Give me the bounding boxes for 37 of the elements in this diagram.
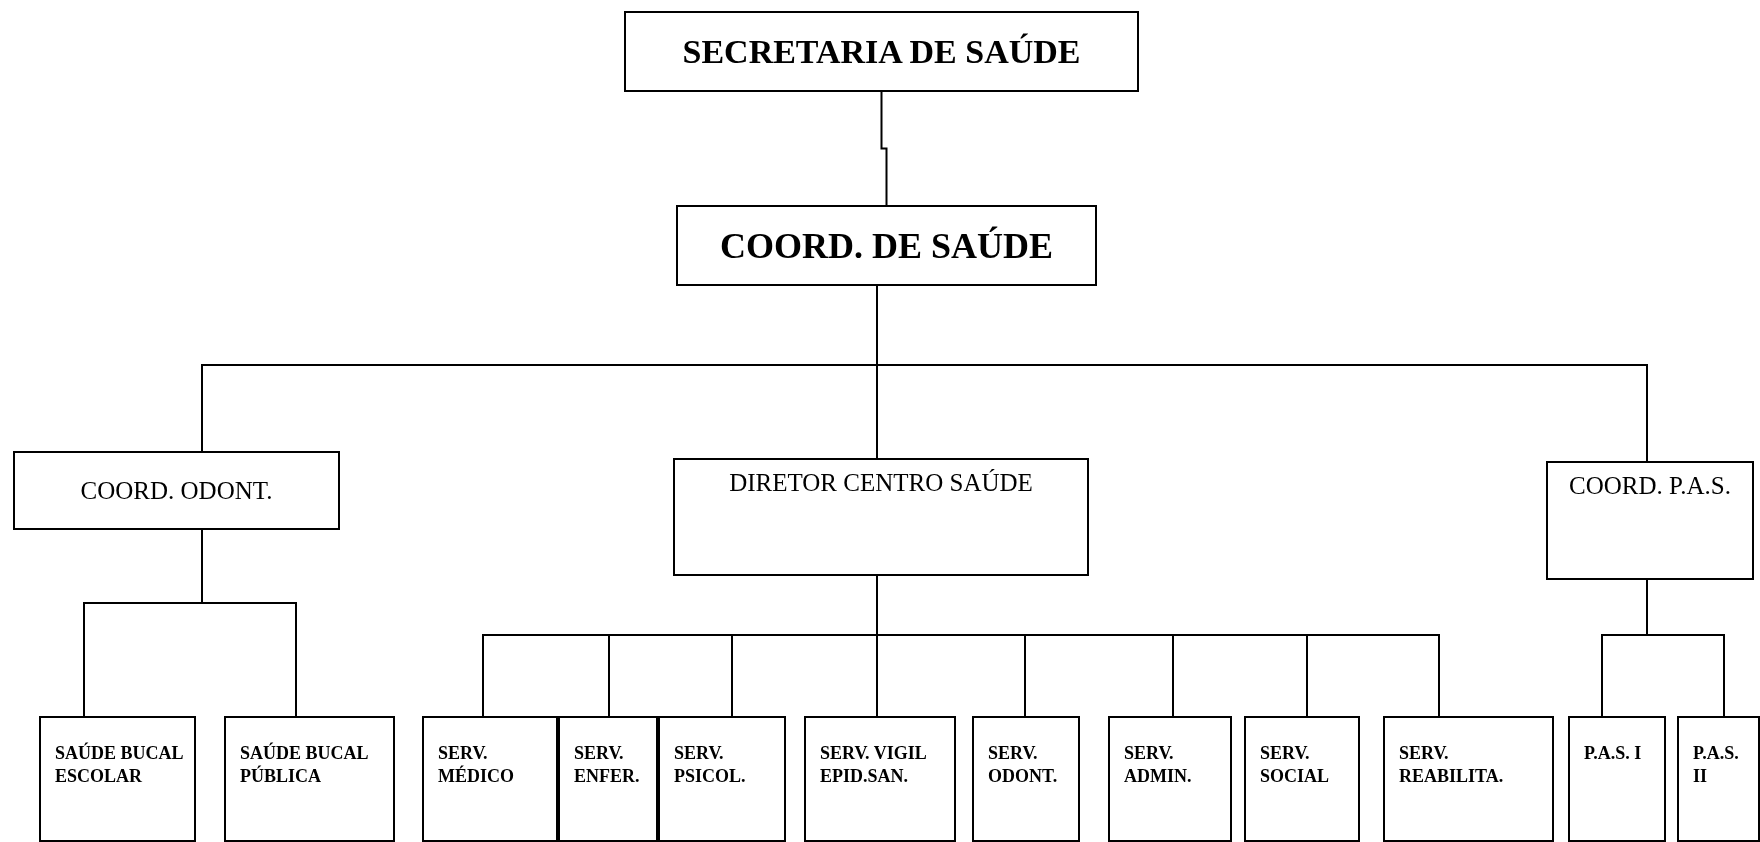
- unit-name: SERV. PSICOL.: [673, 742, 747, 789]
- unit-box: [224, 716, 395, 842]
- unit-box: [658, 716, 786, 842]
- unit-box: [972, 716, 1080, 842]
- unit-name: P.A.S. II: [1692, 742, 1740, 789]
- connector-line: [880, 91, 888, 206]
- unit-box: [558, 716, 658, 842]
- connector-line: [201, 529, 297, 717]
- unit-box: [1244, 716, 1360, 842]
- unit-box: [1677, 716, 1760, 842]
- unit-name: SERV. ENFER.: [573, 742, 641, 789]
- org-box: [1546, 461, 1754, 580]
- unit-name: SERV. ODONT.: [987, 742, 1059, 789]
- unit-name: SERV. ADMIN.: [1123, 742, 1193, 789]
- unit-name: SERV. REABILITA.: [1398, 742, 1505, 789]
- unit-name: COORD. P.A.S.: [1568, 471, 1732, 501]
- org-box: [624, 11, 1139, 92]
- org-box: [676, 205, 1097, 286]
- org-box: [673, 458, 1089, 576]
- unit-name: SAÚDE BUCAL ESCOLAR: [54, 741, 184, 789]
- unit-name: SERV. VIGIL EPID.SAN.: [819, 742, 927, 789]
- org-box: [13, 451, 340, 530]
- unit-name: COORD. DE SAÚDE: [719, 224, 1053, 267]
- connector-line: [1646, 579, 1725, 717]
- unit-box: [422, 716, 558, 842]
- unit-name: SERV. MÉDICO: [437, 742, 515, 789]
- unit-name: SAÚDE BUCAL PÚBLICA: [239, 741, 369, 789]
- unit-name: P.A.S. I: [1583, 742, 1643, 765]
- unit-name: DIRETOR CENTRO SAÚDE: [728, 468, 1034, 498]
- unit-box: [1383, 716, 1554, 842]
- unit-name: SERV. SOCIAL: [1259, 742, 1331, 789]
- unit-box: [39, 716, 196, 842]
- unit-box: [804, 716, 956, 842]
- unit-box: [1108, 716, 1232, 842]
- unit-name: SECRETARIA DE SAÚDE: [682, 32, 1081, 71]
- unit-box: [1568, 716, 1666, 842]
- unit-name: COORD. ODONT.: [80, 476, 273, 505]
